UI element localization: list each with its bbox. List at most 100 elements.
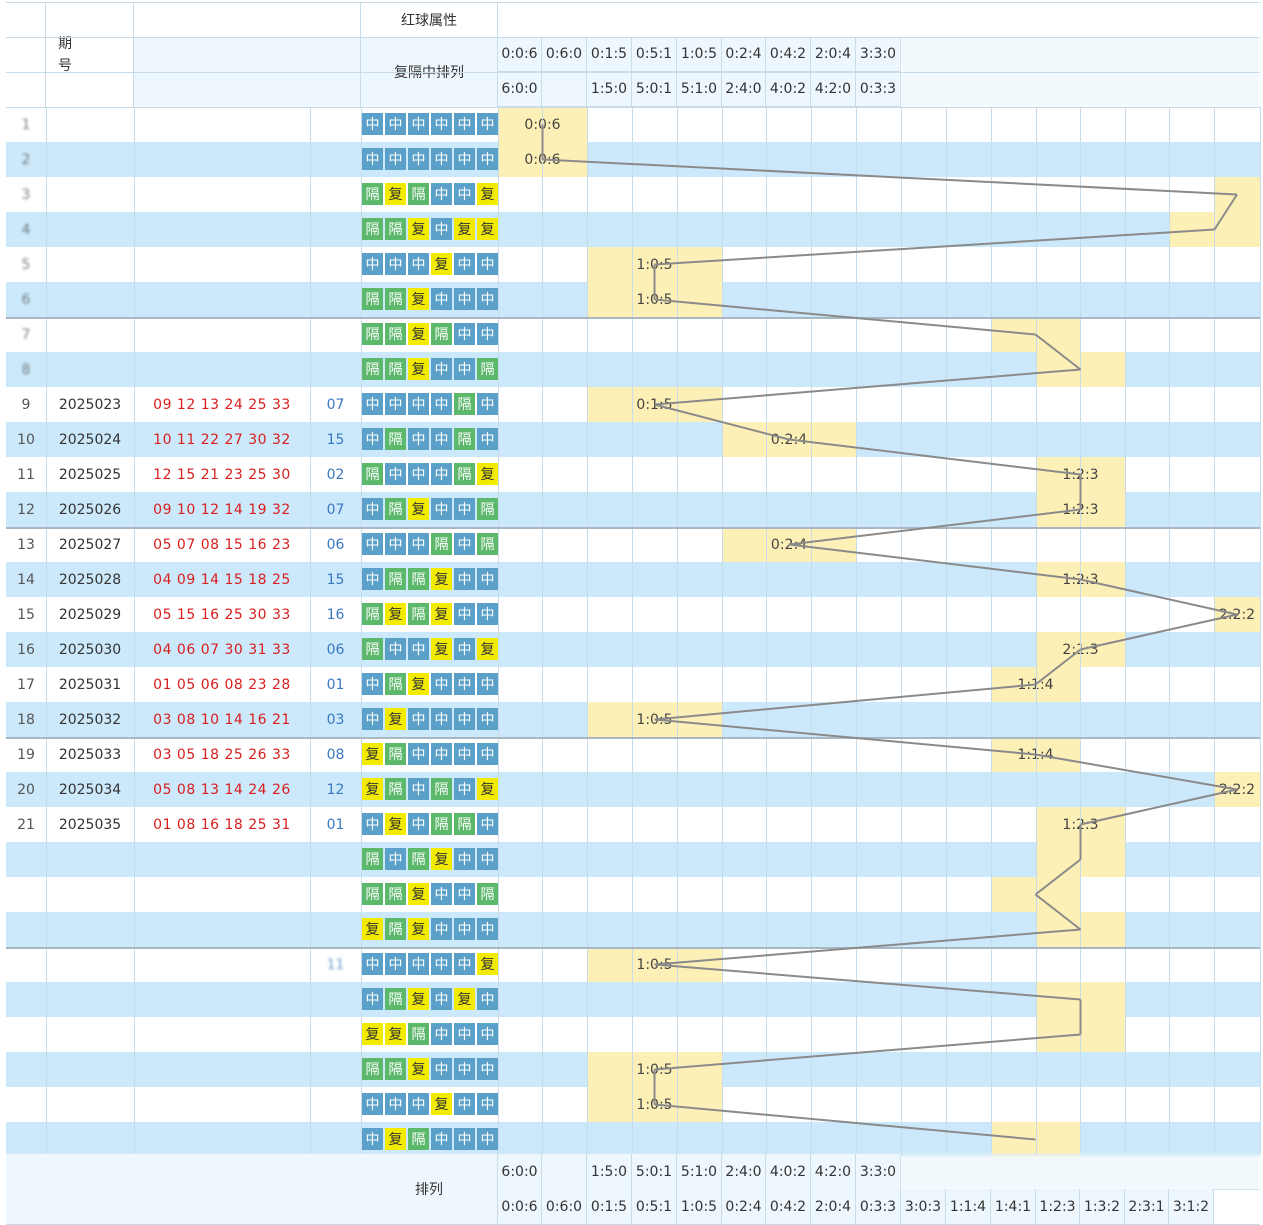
grid-line-vertical [632, 107, 633, 1154]
pattern-chip: 隔 [408, 1023, 429, 1045]
pattern-chip: 中 [431, 708, 452, 730]
pattern-chip: 中 [454, 113, 475, 135]
ratio-header-cell: 2:4:0 [722, 72, 766, 107]
red-balls [134, 877, 310, 912]
pattern-chip: 中 [431, 183, 452, 205]
table-row [6, 597, 1260, 632]
row-number: 10 [17, 431, 35, 448]
row-number: 21 [17, 816, 35, 833]
issue-number: 2025024 [58, 431, 122, 448]
pattern-chip: 复 [408, 673, 429, 695]
pattern-chip: 复 [477, 778, 498, 800]
blue-ball [310, 247, 361, 282]
ratio-footer-cell: 0:0:6 [498, 1189, 542, 1224]
issue-number: 2025027 [58, 536, 122, 553]
bottom-left-blank [6, 1154, 361, 1224]
pattern-chip: 复 [477, 463, 498, 485]
ratio-label: 1:0:5 [636, 1096, 673, 1113]
row-number: 14 [17, 571, 35, 588]
pattern-chip: 复 [385, 813, 406, 835]
pattern-chip: 中 [408, 148, 429, 170]
group-separator [6, 317, 1260, 319]
issue-number: 2025029 [58, 606, 122, 623]
row-number: 8 [21, 361, 31, 378]
pattern-chip: 复 [408, 358, 429, 380]
red-balls [134, 107, 310, 142]
pattern-chip: 中 [477, 1093, 498, 1115]
pattern-chip: 中 [454, 498, 475, 520]
ratio-footer-cell: 5:0:1 [632, 1154, 677, 1189]
row-number: 9 [21, 396, 31, 413]
row-number [6, 947, 46, 982]
pattern-chip: 中 [362, 113, 383, 135]
row-number: 5 [21, 256, 31, 273]
row-number: 6 [21, 291, 31, 308]
issue-number [46, 982, 134, 1017]
ratio-footer-cell: 0:4:2 [766, 1189, 811, 1224]
issue-number [46, 352, 134, 387]
pattern-chip: 中 [454, 918, 475, 940]
pattern-chip: 中 [431, 428, 452, 450]
red-balls [134, 247, 310, 282]
pattern-chip: 隔 [431, 323, 452, 345]
issue-number [46, 1052, 134, 1087]
pattern-chip: 隔 [408, 848, 429, 870]
pattern-chip: 中 [477, 393, 498, 415]
blue-ball: 07 [326, 396, 345, 413]
blue-ball: 15 [326, 571, 345, 588]
pattern-chip: 中 [454, 603, 475, 625]
grid-line-vertical [1036, 107, 1037, 1154]
red-balls [134, 1052, 310, 1087]
pattern-chip: 中 [362, 568, 383, 590]
pattern-chip: 隔 [477, 358, 498, 380]
issue-number: 2025026 [58, 501, 122, 518]
red-balls: 09 10 12 14 19 32 [153, 501, 291, 518]
pattern-chip: 中 [408, 638, 429, 660]
ratio-footer-cell: 3:0:3 [901, 1189, 946, 1224]
issue-number [46, 877, 134, 912]
pattern-chip: 中 [477, 113, 498, 135]
red-balls [134, 317, 310, 352]
red-balls: 12 15 21 23 25 30 [153, 466, 291, 483]
grid-line-vertical [498, 107, 499, 1154]
pattern-chip: 中 [362, 428, 383, 450]
grid-line-vertical [901, 107, 902, 1154]
grid-line-vertical [310, 107, 311, 1154]
red-balls: 03 05 18 25 26 33 [153, 746, 291, 763]
pattern-chip: 中 [477, 708, 498, 730]
issue-number: 2025028 [58, 571, 122, 588]
ratio-header-cell: 6:0:0 [498, 72, 542, 107]
pattern-chip: 中 [454, 288, 475, 310]
pattern-chip: 复 [477, 183, 498, 205]
pattern-chip: 复 [431, 638, 452, 660]
bottom-pattern-title: 排列 [361, 1154, 498, 1224]
red-balls [134, 352, 310, 387]
pattern-chip: 中 [477, 988, 498, 1010]
ratio-footer-cell: 2:3:1 [1125, 1189, 1169, 1224]
row-number: 12 [17, 501, 35, 518]
pattern-chip: 隔 [408, 568, 429, 590]
row-number [6, 877, 46, 912]
ratio-footer-cell: 1:4:1 [991, 1189, 1036, 1224]
pattern-chip: 隔 [385, 288, 406, 310]
row-number [6, 1087, 46, 1122]
grid-line-vertical [677, 107, 678, 1154]
pattern-chip: 隔 [477, 883, 498, 905]
pattern-chip: 中 [408, 533, 429, 555]
ratio-header-cell: 2:0:4 [811, 37, 856, 72]
pattern-chip: 隔 [385, 323, 406, 345]
blue-ball [310, 282, 361, 317]
ratio-label: 1:0:5 [636, 956, 673, 973]
pattern-chip: 中 [431, 953, 452, 975]
red-balls [134, 177, 310, 212]
grid-line-vertical [1214, 107, 1215, 1154]
pattern-chip: 中 [477, 848, 498, 870]
ratio-footer-cell [542, 1154, 587, 1189]
ratio-footer-cell: 0:1:5 [587, 1189, 632, 1224]
pattern-chip: 中 [431, 918, 452, 940]
grid-line-vertical [991, 107, 992, 1154]
pattern-chip: 中 [431, 218, 452, 240]
pattern-chip: 中 [408, 778, 429, 800]
row-number [6, 1017, 46, 1052]
issue-number [46, 1087, 134, 1122]
